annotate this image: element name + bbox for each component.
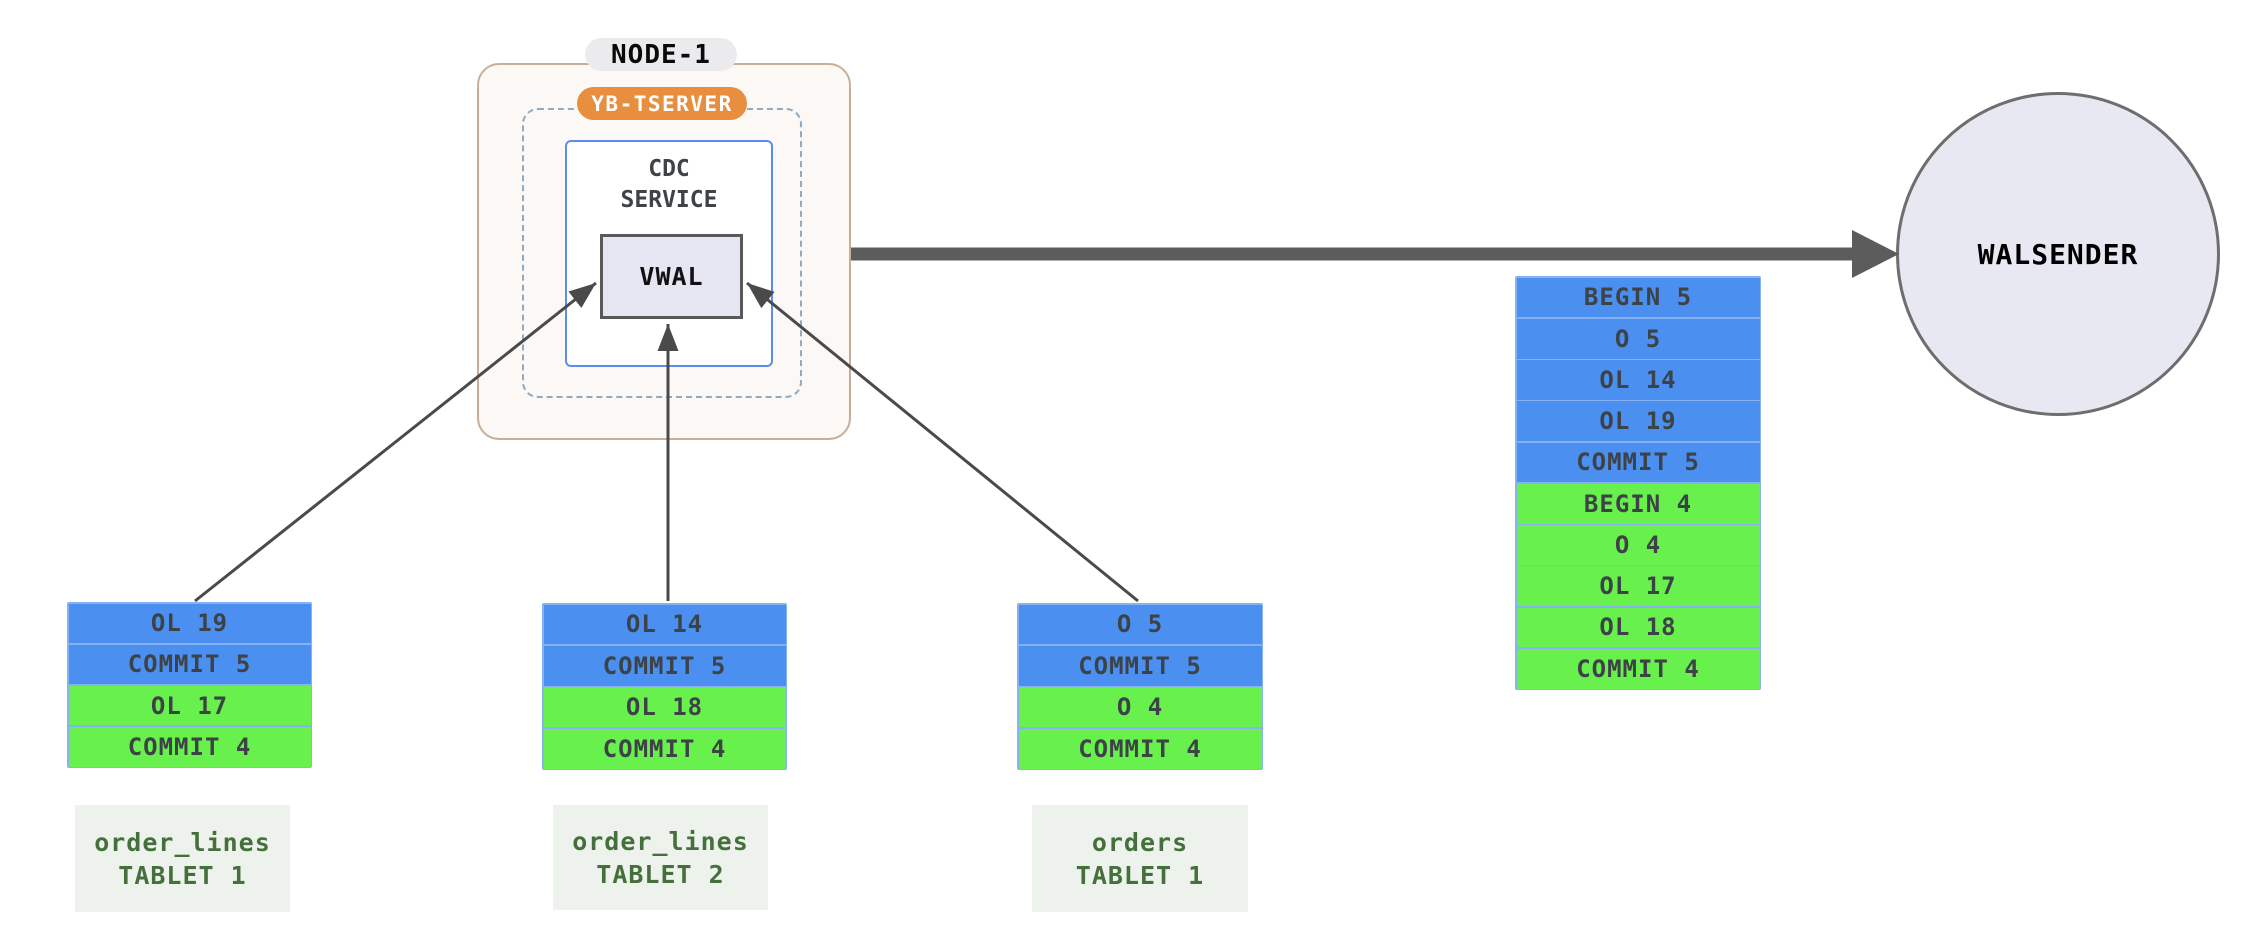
wal-record: O 5	[1516, 318, 1760, 359]
cdc-service-label: CDC SERVICE	[620, 156, 718, 213]
wal-record: OL 14	[1516, 360, 1760, 400]
tablet2-label: order_lines TABLET 2	[553, 805, 768, 910]
wal-record: COMMIT 4	[68, 726, 311, 767]
wal-record: COMMIT 5	[1018, 645, 1262, 686]
wal-record: COMMIT 4	[1516, 648, 1760, 689]
walsender-circle: WALSENDER	[1896, 92, 2220, 416]
wal-record: O 4	[1018, 687, 1262, 728]
wal-record: COMMIT 5	[543, 645, 786, 686]
wal-record: OL 18	[543, 687, 786, 728]
wal-record: COMMIT 5	[68, 644, 311, 685]
wal-record: OL 19	[1516, 401, 1760, 441]
yb-tserver-badge: YB-TSERVER	[577, 87, 747, 120]
wal-record: BEGIN 4	[1516, 483, 1760, 524]
wal-record: OL 19	[68, 603, 311, 644]
tablet1-label: order_lines TABLET 1	[75, 805, 290, 912]
vwal-box: VWAL	[600, 234, 743, 319]
wal-record: COMMIT 4	[1018, 728, 1262, 769]
wal-record: OL 17	[68, 685, 311, 726]
wal-record: O 4	[1516, 525, 1760, 565]
wal-record: BEGIN 5	[1516, 277, 1760, 318]
node-title: NODE-1	[585, 38, 737, 71]
wal-record: COMMIT 4	[543, 728, 786, 769]
wal-record: O 5	[1018, 604, 1262, 645]
wal-record: COMMIT 5	[1516, 442, 1760, 483]
wal-record: OL 18	[1516, 607, 1760, 648]
wal-record: OL 14	[543, 604, 786, 645]
cdc-to-walsender-arrow	[851, 230, 1899, 278]
wal-record: OL 17	[1516, 566, 1760, 606]
tablet3-label: orders TABLET 1	[1032, 805, 1248, 912]
